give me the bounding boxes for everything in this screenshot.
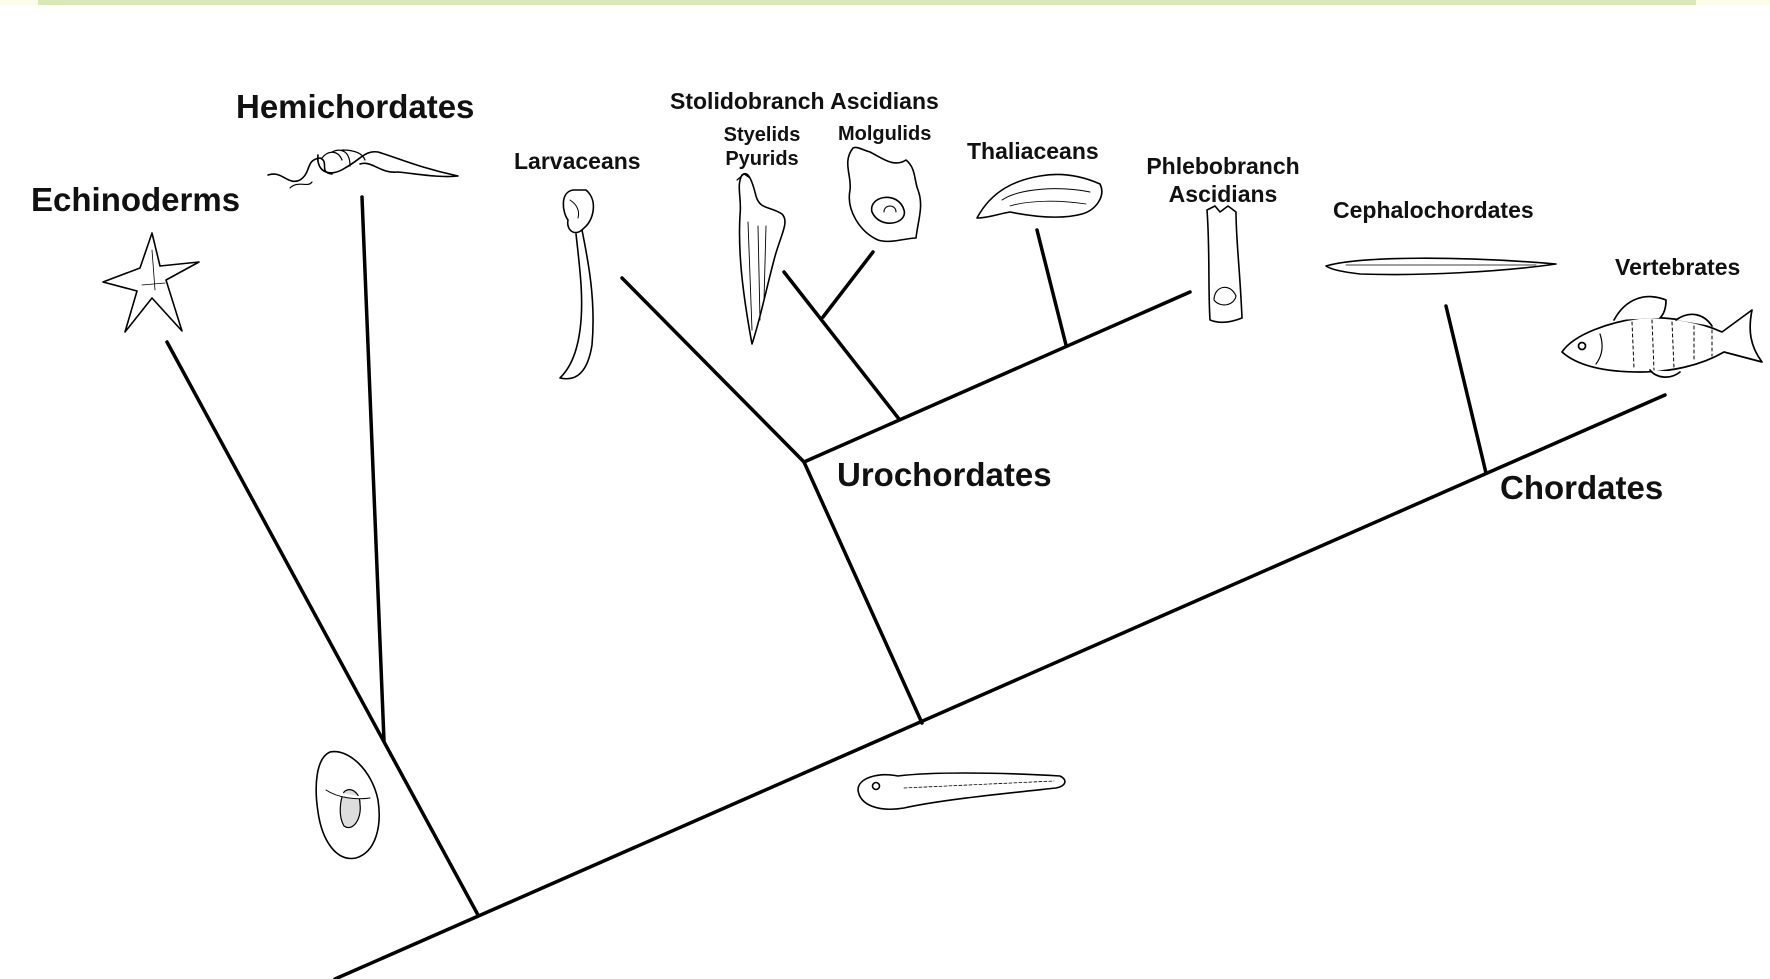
label-chordates: Chordates — [1500, 469, 1663, 507]
label-thaliaceans: Thaliaceans — [967, 138, 1099, 164]
label-echinoderms: Echinoderms — [31, 181, 240, 219]
larvacean-icon — [560, 190, 593, 379]
branch-tunicate-crown — [804, 292, 1190, 462]
acorn-worm-icon — [268, 150, 458, 188]
label-urochordates: Urochordates — [837, 456, 1052, 494]
branch-molgulids — [823, 252, 873, 317]
starfish-icon — [103, 233, 199, 332]
branch-hemichordates — [362, 197, 384, 741]
branch-thaliaceans — [1037, 230, 1066, 345]
salp-icon — [977, 174, 1102, 218]
fish-icon — [1562, 297, 1762, 377]
tadpole-icon — [858, 773, 1065, 809]
branch-larvaceans — [622, 278, 804, 462]
label-styelids: Styelids — [722, 124, 802, 147]
larva-icon — [316, 752, 379, 859]
styelid-icon — [737, 174, 785, 344]
branch-cephalochordates — [1446, 306, 1486, 473]
label-vertebrates: Vertebrates — [1615, 254, 1740, 280]
label-stolidobranch-ascidians: Stolidobranch Ascidians — [670, 88, 939, 114]
label-phlebobranch: Phlebobranch — [1133, 153, 1313, 179]
branch-urochordates — [804, 462, 922, 723]
phlebobranch-icon — [1207, 206, 1242, 322]
label-larvaceans: Larvaceans — [514, 148, 641, 174]
label-hemichordates: Hemichordates — [236, 88, 474, 126]
label-pyurids: Pyurids — [722, 148, 802, 171]
label-cephalochordates: Cephalochordates — [1333, 197, 1534, 223]
label-phlebobranch-ascidians: Ascidians — [1133, 181, 1313, 207]
molgulid-icon — [848, 147, 921, 241]
lancelet-icon — [1326, 258, 1556, 274]
label-molgulids: Molgulids — [838, 123, 931, 146]
tree-branches — [167, 197, 1665, 979]
